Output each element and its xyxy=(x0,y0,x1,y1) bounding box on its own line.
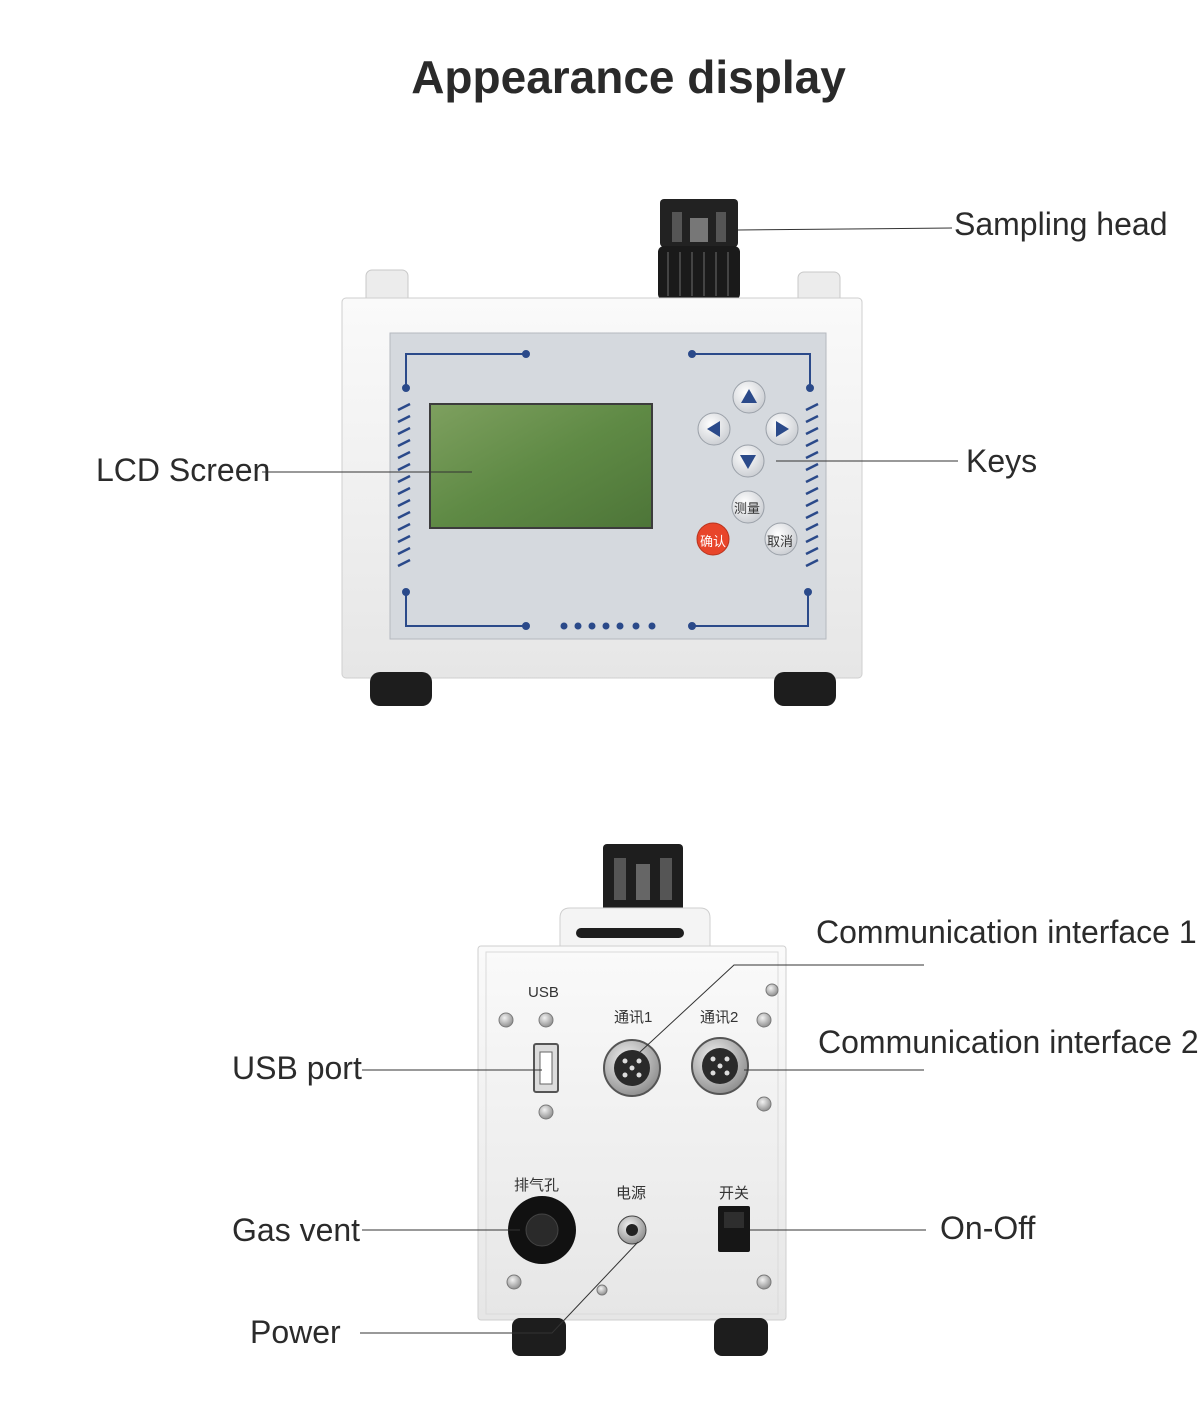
lcd-screen xyxy=(429,403,653,529)
sampling-head xyxy=(658,199,740,300)
vent-panel-label: 排气孔 xyxy=(514,1177,560,1194)
front-device xyxy=(262,199,958,706)
power-label: Power xyxy=(250,1314,341,1350)
comm1-panel-label: 通讯1 xyxy=(614,1009,653,1026)
on-off-label: On-Off xyxy=(940,1210,1036,1246)
usb-panel-label: USB xyxy=(528,984,559,1001)
keys-label: Keys xyxy=(966,443,1038,479)
usb-port-label: USB port xyxy=(232,1050,362,1086)
comm2-panel-label: 通讯2 xyxy=(700,1009,739,1026)
lcd-screen-label: LCD Screen xyxy=(96,452,271,488)
comm2-label: Communication interface 2 xyxy=(818,1024,1199,1060)
comm-connector-2 xyxy=(691,1037,749,1095)
gas-vent-label: Gas vent xyxy=(232,1212,361,1248)
page-title: Appearance display xyxy=(411,51,846,103)
comm-connector-1 xyxy=(603,1039,661,1097)
confirm-key-label: 确认 xyxy=(700,534,727,549)
back-device xyxy=(360,844,926,1356)
switch-panel-label: 开关 xyxy=(719,1185,750,1202)
keypad xyxy=(696,380,799,556)
comm1-label: Communication interface 1 xyxy=(816,914,1197,950)
power-panel-label: 电源 xyxy=(616,1185,647,1202)
measure-key-label: 测量 xyxy=(734,501,761,516)
arrow-up-icon xyxy=(741,389,757,403)
cancel-key-label: 取消 xyxy=(767,534,794,549)
arrow-left-icon xyxy=(707,421,720,437)
sampling-head-label: Sampling head xyxy=(954,206,1168,242)
arrow-right-icon xyxy=(776,421,789,437)
arrow-down-icon xyxy=(740,455,756,469)
